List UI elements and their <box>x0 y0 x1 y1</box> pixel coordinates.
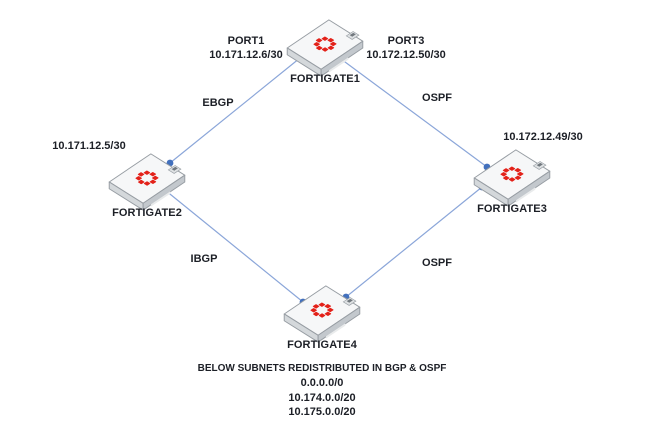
link-line-ibgp <box>164 189 304 303</box>
fortigate-appliance-icon <box>471 146 553 208</box>
link-label-ibgp: IBGP <box>190 253 218 265</box>
link-label-ospf-bottom: OSPF <box>422 257 452 269</box>
note-title: BELOW SUBNETS REDISTRIBUTED IN BGP & OSP… <box>197 363 447 374</box>
link-label-ebgp: EBGP <box>202 97 234 109</box>
subnet-entry: 10.174.0.0/20 <box>288 391 356 404</box>
device-node-fortigate1: FORTIGATE1 <box>250 16 400 85</box>
device-label: FORTIGATE3 <box>477 203 547 215</box>
device-node-fortigate3: FORTIGATE3 <box>437 146 587 215</box>
device-node-fortigate2: FORTIGATE2 <box>72 150 222 219</box>
link-line-ospf-top <box>340 58 488 168</box>
port-ip: 10.171.12.6/30 <box>209 49 283 61</box>
interface-label-port1: PORT1 10.171.12.6/30 <box>176 34 316 62</box>
subnet-entry: 0.0.0.0/0 <box>300 377 344 389</box>
link-line-ospf-bottom <box>345 186 483 298</box>
device-label: FORTIGATE4 <box>287 339 357 351</box>
interface-label-port3: PORT3 10.172.12.50/30 <box>336 34 476 62</box>
device-label: FORTIGATE2 <box>112 207 182 219</box>
interface-label-fortigate2-ip: 10.171.12.5/30 <box>19 139 159 153</box>
port-ip: 10.172.12.49/30 <box>503 131 583 143</box>
port-name: PORT3 <box>387 35 425 47</box>
interface-label-fortigate3-ip: 10.172.12.49/30 <box>473 130 613 144</box>
link-label-ospf-top: OSPF <box>422 92 452 104</box>
link-line-ebgp <box>169 57 301 164</box>
port-ip: 10.171.12.5/30 <box>52 140 126 152</box>
port-ip: 10.172.12.50/30 <box>366 49 446 61</box>
device-label: FORTIGATE1 <box>290 73 360 85</box>
fortigate-appliance-icon <box>281 282 363 344</box>
device-node-fortigate4: FORTIGATE4 <box>247 282 397 351</box>
port-name: PORT1 <box>227 35 265 47</box>
redistributed-subnets-note: BELOW SUBNETS REDISTRIBUTED IN BGP & OSP… <box>156 362 488 420</box>
fortigate-appliance-icon <box>106 150 188 212</box>
subnet-entry: 10.175.0.0/20 <box>288 406 356 418</box>
